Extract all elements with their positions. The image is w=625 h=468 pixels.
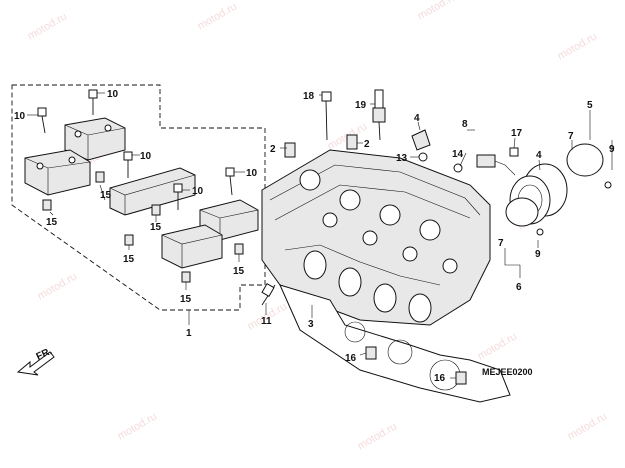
dowel-pin — [124, 234, 134, 246]
holder-bolt — [225, 167, 235, 196]
direction-label: FR. — [35, 346, 54, 363]
part-number-9: 9 — [609, 144, 615, 155]
watermark-text: motod.ru — [476, 330, 520, 362]
part-number-15: 15 — [233, 266, 245, 277]
diagram-code: MEJEE0200 — [482, 367, 533, 377]
sensor-bolt — [509, 147, 519, 157]
insulator — [411, 129, 431, 151]
front-direction-indicator: FR. — [16, 346, 55, 376]
part-number-4: 4 — [536, 150, 542, 161]
dowel-pin — [181, 271, 191, 283]
part-number-7: 7 — [498, 238, 504, 249]
part-number-15: 15 — [180, 294, 192, 305]
part-number-15: 15 — [46, 217, 58, 228]
dowel-pin — [151, 204, 161, 216]
camshaft-holder — [199, 199, 259, 241]
stud-bolt — [261, 282, 276, 306]
holder-bolt — [37, 107, 47, 134]
part-number-2: 2 — [364, 139, 370, 150]
part-number-3: 3 — [308, 319, 314, 330]
camshaft-holder — [161, 224, 223, 269]
dowel-pin — [284, 142, 296, 158]
watermark-text: motod.ru — [356, 420, 400, 452]
watermark-text: motod.ru — [36, 270, 80, 302]
leader-lines — [27, 92, 613, 379]
part-number-10: 10 — [246, 168, 258, 179]
part-number-10: 10 — [14, 111, 26, 122]
part-number-15: 15 — [123, 254, 135, 265]
part-number-6: 6 — [516, 282, 522, 293]
sensor — [476, 154, 516, 176]
part-number-4: 4 — [414, 113, 420, 124]
part-number-18: 18 — [303, 91, 315, 102]
dowel-pin — [95, 171, 105, 183]
part-number-16: 16 — [434, 373, 446, 384]
part-number-17: 17 — [511, 128, 523, 139]
holder-bolt — [123, 151, 133, 178]
holder-bolt — [88, 89, 98, 115]
assembly-outline — [11, 84, 266, 311]
watermark-text: motod.ru — [566, 410, 610, 442]
watermark-text: motod.ru — [196, 0, 240, 32]
part-number-1: 1 — [186, 328, 192, 339]
band-clamp — [505, 197, 539, 227]
part-number-labels: 10 10 10 10 10 15 15 15 15 15 15 1 2 2 1… — [14, 89, 615, 384]
part-number-11: 11 — [261, 316, 272, 327]
part-number-15: 15 — [150, 222, 162, 233]
part-number-15: 15 — [100, 190, 112, 201]
collar — [455, 371, 467, 385]
part-number-10: 10 — [192, 186, 204, 197]
watermark-text: motod.ru — [26, 10, 70, 42]
camshaft-holder — [64, 117, 126, 161]
spark-plug — [372, 89, 386, 141]
camshaft-holder — [24, 149, 91, 196]
sealing-washer — [418, 152, 428, 162]
part-number-9: 9 — [535, 249, 541, 260]
camshaft-holder-long — [109, 167, 196, 216]
part-number-19: 19 — [355, 100, 367, 111]
band-clamp — [566, 143, 604, 177]
part-number-14: 14 — [452, 149, 464, 160]
dowel-pin — [42, 199, 52, 211]
head-gasket — [279, 284, 511, 403]
cylinder-head — [261, 149, 491, 326]
collar — [365, 346, 377, 360]
watermark-text: motod.ru — [416, 0, 460, 23]
holder-bolt — [173, 183, 183, 210]
part-number-13: 13 — [396, 153, 408, 164]
part-number-8: 8 — [462, 119, 468, 130]
clamp-screw — [604, 181, 612, 189]
part-number-10: 10 — [140, 151, 152, 162]
clamp-screw — [536, 228, 544, 236]
watermark-text: motod.ru — [556, 30, 600, 62]
dowel-pin — [346, 134, 358, 150]
o-ring — [453, 163, 463, 173]
part-number-5: 5 — [587, 100, 593, 111]
watermark-text: motod.ru — [116, 410, 160, 442]
dowel-pin — [234, 243, 244, 255]
part-number-7: 7 — [568, 131, 574, 142]
part-number-10: 10 — [107, 89, 119, 100]
part-number-16: 16 — [345, 353, 357, 364]
head-bolt — [321, 91, 332, 141]
part-number-2: 2 — [270, 144, 276, 155]
